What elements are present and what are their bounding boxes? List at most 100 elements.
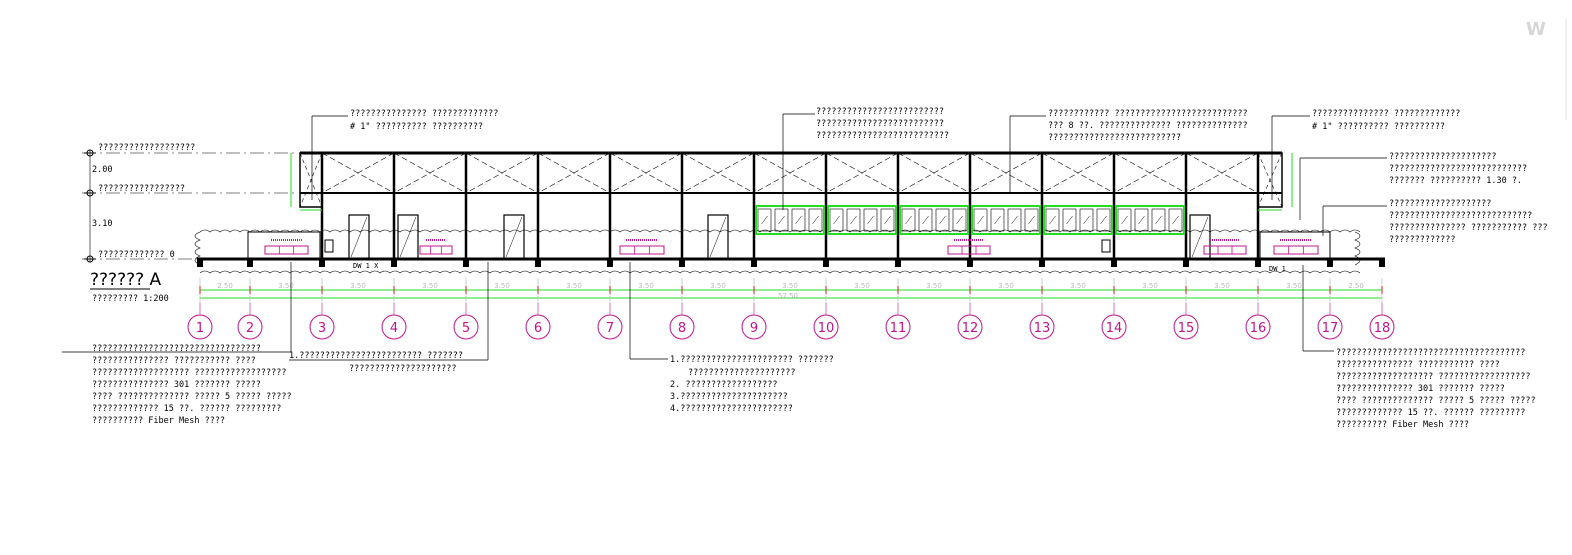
span-dim-17: 2.50	[1348, 282, 1364, 290]
axis-label-7: 7	[606, 321, 614, 336]
fixture-left	[324, 239, 334, 253]
note-bottom-right: ????????????????????????????????????? ??…	[1336, 348, 1536, 430]
drawing-scale: ????????? 1:200	[92, 294, 169, 304]
window-pane	[918, 208, 933, 232]
svg-text:??????????????????????????????: ?????????????????????????????????	[92, 344, 261, 354]
truss-brace	[969, 152, 1043, 194]
window-pane	[880, 208, 895, 232]
note-top-left: ??????????????? ????????????? # 1" ?????…	[350, 109, 498, 132]
bench-tag-3	[619, 239, 665, 255]
window-pane	[1007, 208, 1022, 232]
window-pane	[1134, 208, 1149, 232]
bench-tag-box	[619, 245, 665, 255]
svg-text:1.?????????????????????? ?????: 1.?????????????????????? ???????	[670, 355, 834, 365]
svg-text:???????????? ?????????????????: ???????????? ??????????????????????????	[1048, 109, 1248, 119]
footing-15	[1183, 259, 1189, 267]
bench-tag-6	[1273, 239, 1319, 255]
glass-hatch	[1138, 215, 1145, 225]
footing-17	[1327, 259, 1333, 267]
glass-hatch	[956, 215, 963, 225]
span-dim-8: 3.50	[710, 282, 726, 290]
span-dim-7: 3.50	[638, 282, 654, 290]
svg-text:??????????????????????????????: ?????????????????????????????????????	[1336, 348, 1525, 358]
window-pane	[990, 208, 1005, 232]
leader-6	[1322, 205, 1387, 236]
truss-brace	[1041, 152, 1115, 194]
span-dim-2: 3.50	[278, 282, 294, 290]
truss-brace	[1185, 152, 1259, 194]
span-dim-13: 3.50	[1070, 282, 1086, 290]
svg-text:????????????? 15 ??. ?????? ??: ????????????? 15 ??. ?????? ?????????	[1336, 408, 1525, 418]
footing-4	[391, 259, 397, 267]
axis-label-16: 16	[1250, 321, 1267, 336]
axis-label-18: 18	[1374, 321, 1391, 336]
note-right-2: ???????????????????? ???????????????????…	[1389, 199, 1548, 245]
truss-brace	[465, 152, 539, 194]
svg-text:?????????????????????????: ?????????????????????????	[816, 107, 944, 117]
window-pane	[774, 208, 789, 232]
axis-bubble-13	[1029, 314, 1055, 340]
side-bench-2	[1259, 231, 1331, 260]
svg-text:???? ?????????????? ????? 5 ?: ???? ?????????????? ????? 5 ????? ?????	[92, 392, 292, 402]
leader-8	[289, 262, 489, 361]
svg-text:1.???????????????????????? ???: 1.???????????????????????? ???????	[289, 351, 463, 361]
truss-brace	[681, 152, 755, 194]
bench-tag-5	[1203, 239, 1247, 255]
note-right-1: ????????????????????? ??????????????????…	[1389, 152, 1527, 186]
note-top-mid: ????????????????????????? ??????????????…	[816, 107, 949, 141]
leader-9	[629, 262, 668, 360]
footing-8	[679, 259, 685, 267]
note-bottom-mid: 1.?????????????????????? ??????? ???????…	[670, 355, 834, 414]
footing-1	[197, 259, 203, 267]
axis-bubble-4	[381, 314, 407, 340]
axis-label-11: 11	[890, 321, 907, 336]
window-group-2	[827, 205, 897, 235]
window-group-6	[1115, 205, 1185, 235]
axis-label-4: 4	[390, 321, 398, 336]
axis-bubble-15	[1173, 314, 1199, 340]
window-pane	[1045, 208, 1060, 232]
axis-label-5: 5	[462, 321, 470, 336]
svg-text:?????????????????????????: ?????????????????????????	[816, 119, 944, 129]
door-3	[503, 214, 525, 260]
glass-hatch	[922, 215, 929, 225]
glass-hatch	[761, 215, 768, 225]
glass-hatch	[850, 215, 857, 225]
level-markers	[82, 149, 298, 263]
glass-hatch	[994, 215, 1001, 225]
window-band	[755, 205, 1185, 235]
hatch-end-left	[194, 231, 201, 266]
window-group-5	[1043, 205, 1113, 235]
note-bottom-mid-left: 1.???????????????????????? ??????? ?????…	[289, 351, 463, 374]
axis-label-3: 3	[318, 321, 326, 336]
span-dim-11: 3.50	[926, 282, 942, 290]
footing-18	[1379, 259, 1385, 267]
glass-hatch	[1155, 215, 1162, 225]
window-pane	[1079, 208, 1094, 232]
truss-brace	[753, 152, 827, 194]
end-brace	[1257, 152, 1283, 208]
leader-3	[1009, 115, 1046, 193]
window-pane	[1151, 208, 1166, 232]
glass-hatch	[812, 215, 819, 225]
svg-text:???? ?????????????? ????? 5 ?: ???? ?????????????? ????? 5 ????? ?????	[1336, 396, 1536, 406]
window-pane	[846, 208, 861, 232]
hatch-line-lower	[199, 270, 1361, 274]
span-dim-3: 3.50	[350, 282, 366, 290]
truss-brace	[393, 152, 467, 194]
door-swing	[709, 216, 727, 258]
bench-tag-4	[947, 239, 991, 255]
svg-text:???????????????????????????: ???????????????????????????	[1389, 164, 1527, 174]
leader-2	[782, 113, 815, 210]
axis-bubble-5	[453, 314, 479, 340]
bench-tag-box	[264, 245, 309, 255]
axis-bubble-17	[1317, 314, 1343, 340]
bench-tag-box	[419, 245, 453, 255]
svg-text:??????????????? ?????????????: ??????????????? ?????????????	[350, 109, 498, 119]
bench-tag-box	[1273, 245, 1319, 255]
footing-2	[247, 259, 253, 267]
footing-10	[823, 259, 829, 267]
window-pane	[901, 208, 916, 232]
door-swing	[350, 216, 368, 258]
doors	[324, 214, 1211, 260]
